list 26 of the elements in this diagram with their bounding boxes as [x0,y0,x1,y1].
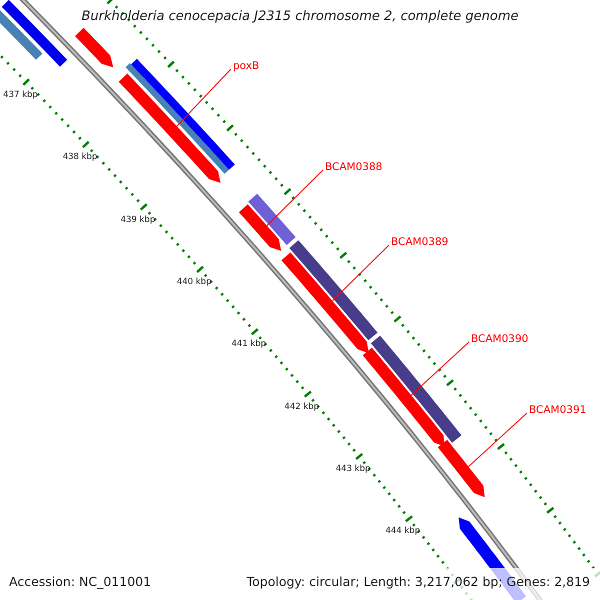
gene-block [438,440,485,498]
leader-line [176,68,232,127]
gene-label: poxB [233,61,260,73]
scale-label: 439 kbp [120,216,156,225]
title: Burkholderia cenocepacia J2315 chromosome 2, complete genome [80,10,520,24]
scale-label: 438 kbp [62,153,98,163]
accession-text: Accession: NC_011001 [9,575,152,589]
scale-label: 442 kbp [284,402,320,412]
leader-line [410,342,470,396]
gene-block [238,204,282,251]
leader-line [266,170,324,226]
gene-block [362,348,445,447]
gene-label: BCAM0388 [325,162,382,174]
gene-label: BCAM0391 [529,405,586,417]
scale-label: 444 kbp [385,527,420,536]
leader-line [332,244,390,302]
gene-label: BCAM0390 [471,334,528,346]
scale-label: 440 kbp [176,278,212,288]
scale-label: 441 kbp [231,340,266,350]
gene-block [118,74,221,183]
gene-block [281,252,369,354]
leader-line [468,412,528,468]
genome-stats-text: Topology: circular; Length: 3,217,062 bp; Genes: 2,819 [246,575,590,589]
scale-label: 443 kbp [336,464,370,474]
gene-label: BCAM0389 [391,237,448,249]
scale-label: 437 kbp [3,90,38,100]
